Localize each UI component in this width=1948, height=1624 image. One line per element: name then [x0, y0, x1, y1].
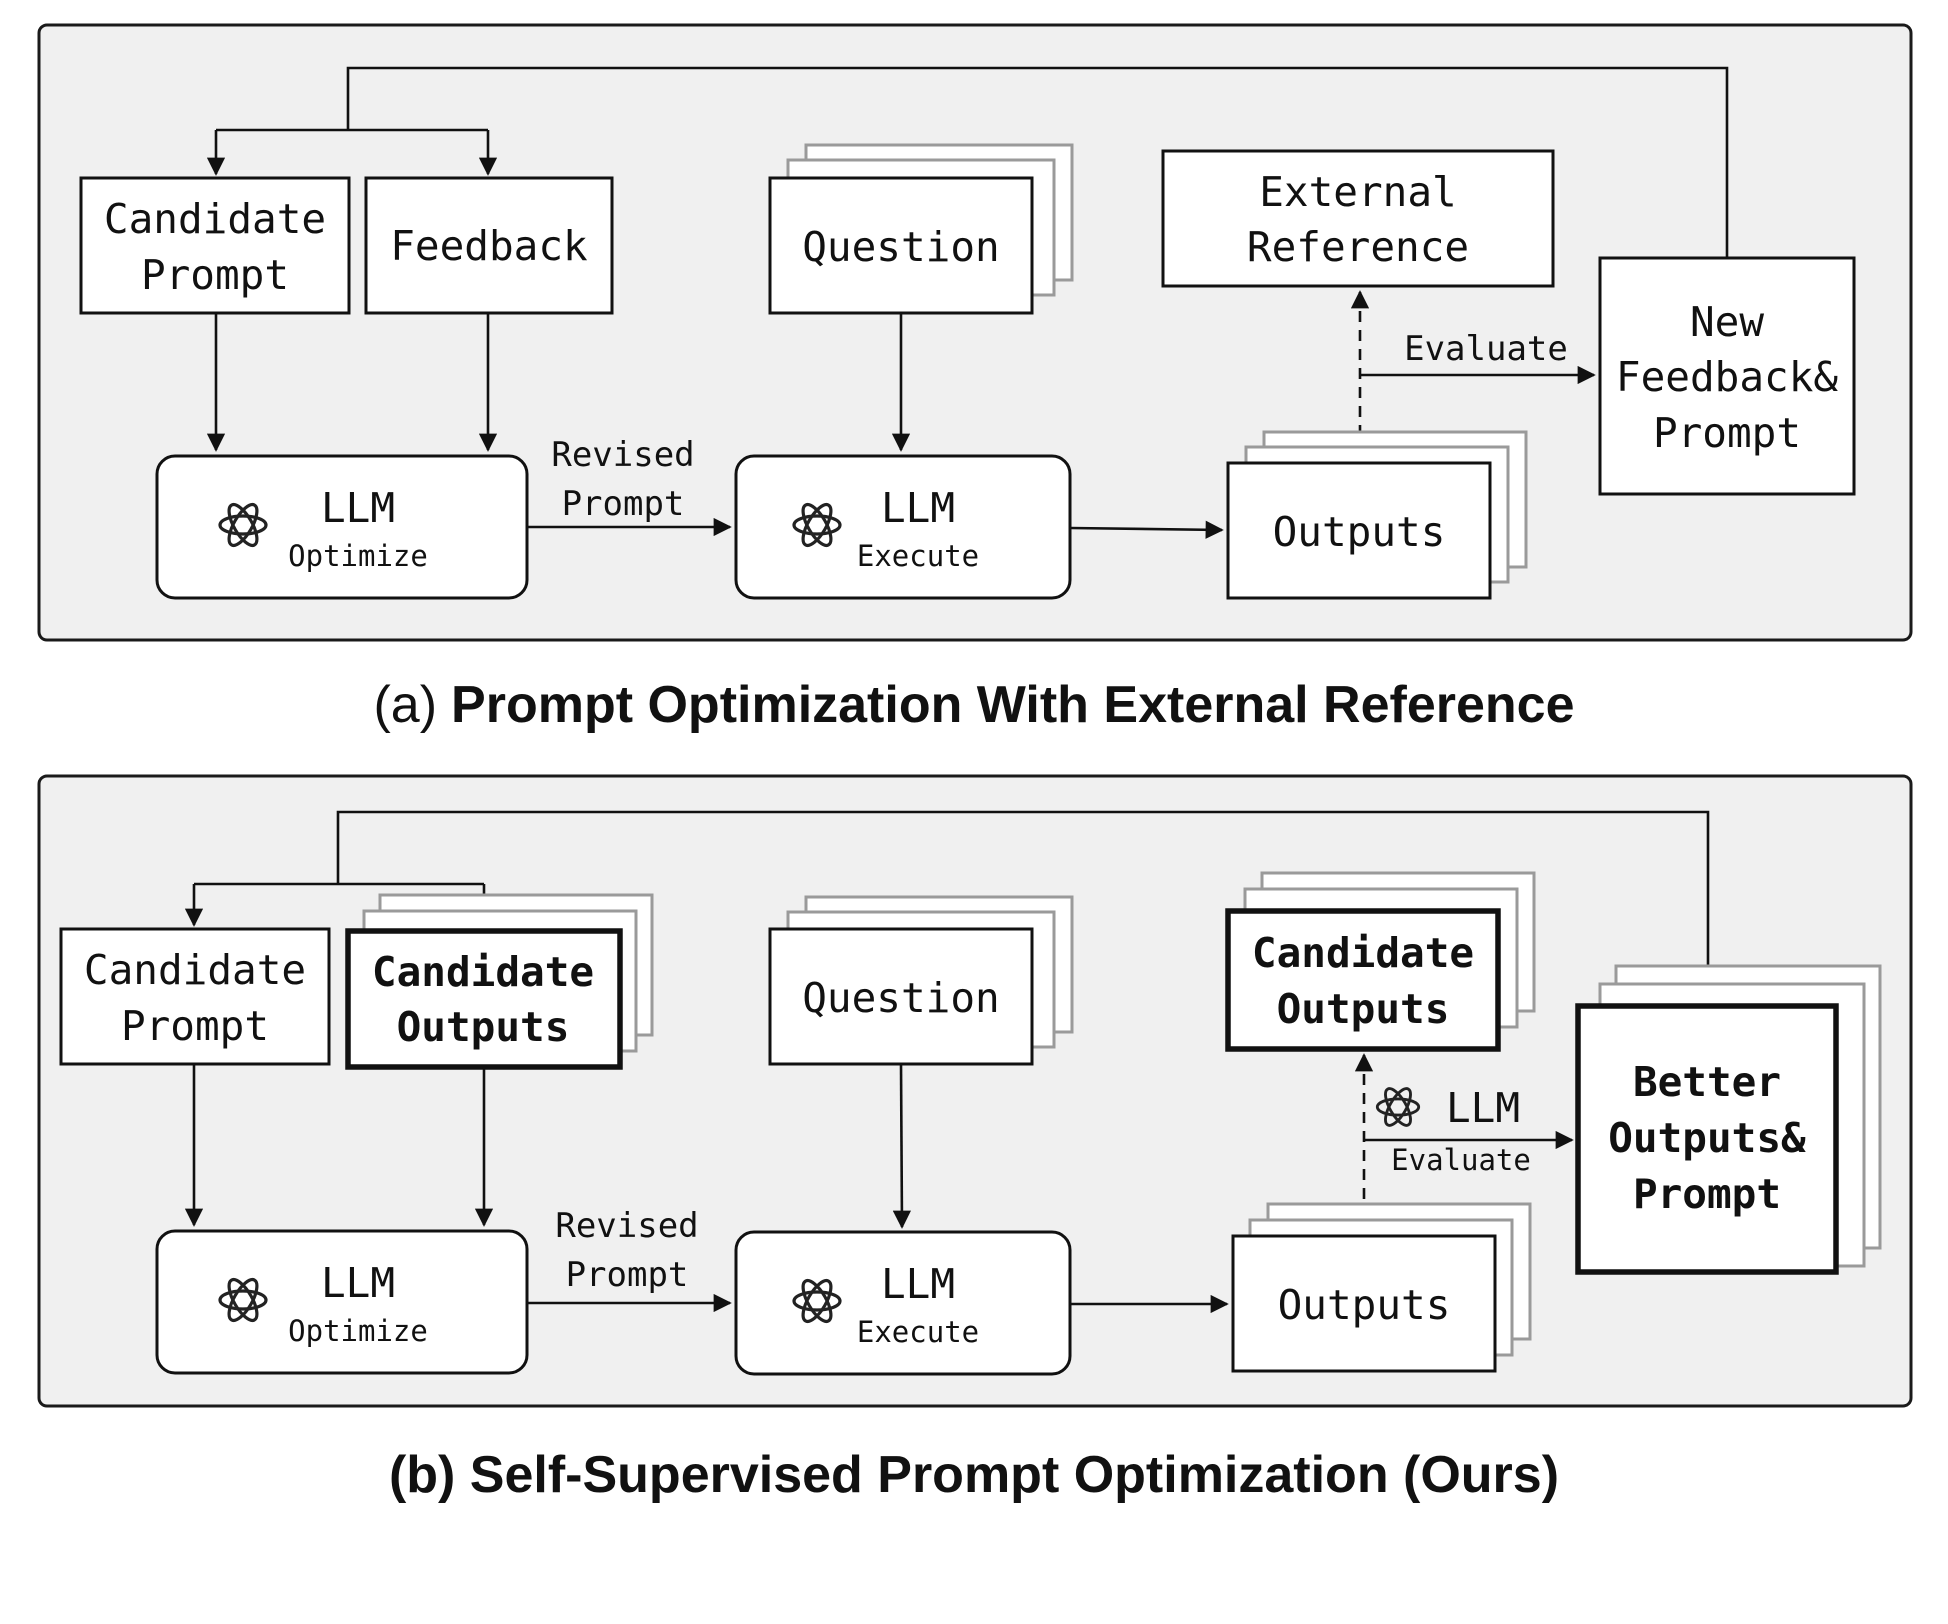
- feedback-box: [364, 176, 614, 315]
- candidate-outputs-right-box: [1225, 908, 1501, 1052]
- better-line1: Better: [1633, 1058, 1781, 1106]
- candidate-outputs-left-line1: Candidate: [372, 948, 594, 996]
- llm-optimize-title-a: LLM: [321, 484, 395, 532]
- llm-execute-title-b: LLM: [881, 1260, 955, 1308]
- llm-evaluate-title: LLM: [1446, 1084, 1520, 1132]
- llm-optimize-sub-a: Optimize: [288, 539, 428, 573]
- llm-optimize-title-b: LLM: [321, 1259, 395, 1307]
- feedback-loop-line: [346, 66, 1729, 258]
- better-loop-line: [336, 810, 1710, 1008]
- external-reference-line2: Reference: [1247, 223, 1469, 271]
- outputs-box-a: [1226, 461, 1492, 600]
- question-label-a: Question: [802, 223, 999, 271]
- question-label-b: Question: [802, 974, 999, 1022]
- new-feedback-line2: Feedback&: [1616, 353, 1838, 401]
- arrow-question-to-execute-b: [892, 1063, 911, 1229]
- llm-execute-sub-a: Execute: [857, 539, 979, 573]
- caption-b: (b) Self-Supervised Prompt Optimization …: [389, 1446, 1559, 1504]
- feedback-label: Feedback: [390, 222, 588, 270]
- llm-execute-title-a: LLM: [881, 484, 955, 532]
- outputs-label-b: Outputs: [1278, 1281, 1451, 1329]
- llm-execute-box-a: [734, 454, 1072, 600]
- llm-execute-sub-b: Execute: [857, 1315, 979, 1349]
- llm-evaluate-sub: Evaluate: [1391, 1143, 1531, 1177]
- better-box: [1575, 1003, 1839, 1275]
- outputs-label-a: Outputs: [1273, 508, 1446, 556]
- candidate-outputs-right-line1: Candidate: [1252, 929, 1474, 977]
- evaluate-label-a: Evaluate: [1404, 329, 1568, 369]
- revised-prompt-line2-b: Prompt: [566, 1255, 689, 1295]
- new-feedback-line1: New: [1690, 298, 1764, 346]
- candidate-prompt-line1-a: Candidate: [104, 195, 326, 243]
- candidate-prompt-line1-b: Candidate: [84, 946, 306, 994]
- candidate-prompt-line2-a: Prompt: [141, 251, 289, 299]
- new-feedback-line3: Prompt: [1653, 409, 1801, 457]
- revised-prompt-line2-a: Prompt: [562, 484, 685, 524]
- candidate-outputs-right-line2: Outputs: [1277, 985, 1450, 1033]
- question-box-b: [768, 927, 1034, 1066]
- candidate-outputs-left-line2: Outputs: [397, 1003, 570, 1051]
- external-reference-line1: External: [1259, 168, 1456, 216]
- new-feedback-box: [1598, 256, 1856, 496]
- caption-a: (a)Prompt Optimization With External Ref…: [373, 676, 1574, 734]
- candidate-prompt-line2-b: Prompt: [121, 1002, 269, 1050]
- arrow-execute-to-outputs-a: [1069, 520, 1224, 539]
- revised-prompt-line1-b: Revised: [555, 1206, 698, 1246]
- external-reference-box: [1161, 149, 1555, 288]
- better-line2: Outputs&: [1608, 1114, 1806, 1162]
- revised-prompt-line1-a: Revised: [551, 435, 694, 475]
- better-line3: Prompt: [1633, 1170, 1781, 1218]
- outputs-box-b: [1231, 1234, 1497, 1373]
- llm-optimize-sub-b: Optimize: [288, 1314, 428, 1348]
